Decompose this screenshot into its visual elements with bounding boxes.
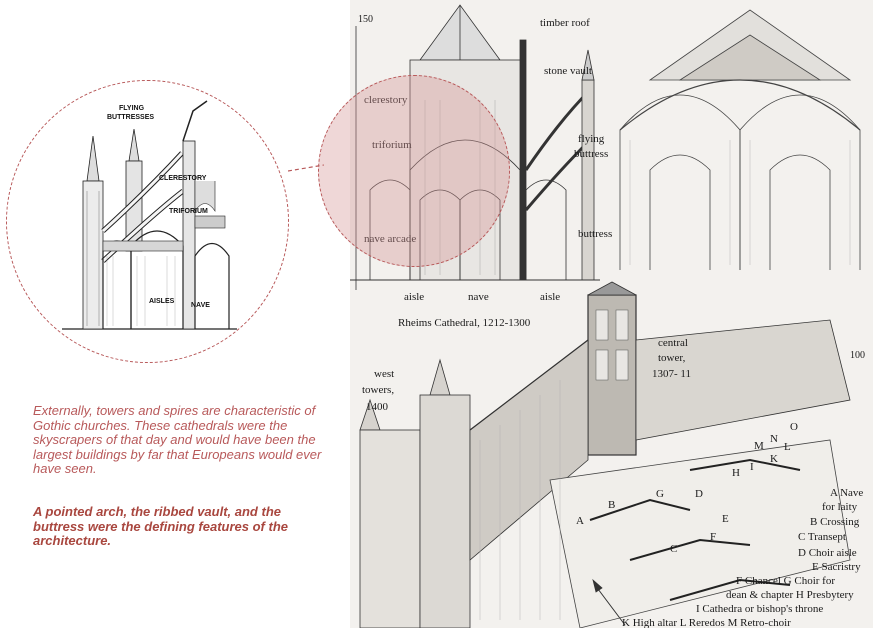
plan-letters: A B C D E F G H I K L M N O: [576, 421, 798, 555]
label-aisle-right: aisle: [540, 291, 560, 303]
label-towers-date: 1400: [366, 401, 389, 413]
page-number-right: 100: [850, 350, 865, 361]
plan-letter: D: [695, 488, 703, 500]
legend-line: D Choir aisle: [798, 547, 857, 559]
plan-letter: F: [710, 531, 716, 543]
legend-line: C Transept: [798, 531, 846, 543]
label-nave: nave: [468, 291, 489, 303]
highlight-circle: [318, 75, 510, 267]
label-stone-vault: stone vault: [544, 65, 592, 77]
plan-legend: A Nave for laity B Crossing C Transept D…: [622, 487, 863, 628]
plan-letter: O: [790, 421, 798, 433]
inset-label-flying: FLYING: [119, 105, 145, 112]
legend-line: E Sacristry: [812, 561, 861, 573]
plan-letter: M: [754, 440, 764, 452]
plan-letter: E: [722, 513, 729, 525]
plan-letter: I: [750, 461, 754, 473]
cathedral-perspective-drawing: [359, 281, 851, 628]
plan-letter: N: [770, 433, 778, 445]
label-buttress-flying: buttress: [574, 148, 608, 160]
label-buttress: buttress: [578, 228, 612, 240]
label-towers: towers,: [362, 384, 394, 396]
legend-line: B Crossing: [810, 516, 860, 528]
vault-perspective-drawing: [619, 9, 861, 270]
legend-line: K High altar L Reredos M Retro-choir: [622, 617, 791, 628]
legend-line: dean & chapter H Presbytery: [726, 589, 854, 601]
caption-paragraph: Externally, towers and spires are charac…: [33, 403, 322, 476]
legend-line: for laity: [822, 501, 858, 513]
legend-line: I Cathedra or bishop's throne: [696, 603, 823, 615]
page-number-left: 150: [358, 14, 373, 25]
plan-letter: A: [576, 515, 584, 527]
label-tower: tower,: [658, 352, 686, 364]
left-panel: FLYING BUTTRESSES CLERESTORY TRIFORIUM A…: [0, 0, 350, 628]
legend-line: A Nave: [830, 487, 863, 499]
label-timber-roof: timber roof: [540, 17, 590, 29]
label-tower-date: 1307- 11: [652, 368, 691, 380]
inset-label-aisles: AISLES: [149, 298, 175, 305]
plan-letter: H: [732, 467, 740, 479]
label-aisle-left: aisle: [404, 291, 424, 303]
plan-letter: B: [608, 499, 615, 511]
inset-elevation-drawing: FLYING BUTTRESSES CLERESTORY TRIFORIUM A…: [62, 100, 237, 330]
caption-emphasis: A pointed arch, the ribbed vault, and th…: [33, 504, 288, 548]
inset-label-nave: NAVE: [191, 302, 210, 309]
zoom-inset-circle: FLYING BUTTRESSES CLERESTORY TRIFORIUM A…: [6, 80, 289, 363]
plan-letter: C: [670, 543, 677, 555]
plan-letter: K: [770, 453, 778, 465]
plan-letter: L: [784, 441, 791, 453]
label-central: central: [658, 337, 688, 349]
legend-line: F Chancel G Choir for: [736, 575, 835, 587]
inset-label-clerestory: CLERESTORY: [159, 175, 207, 182]
plan-letter: G: [656, 488, 664, 500]
inset-label-triforium: TRIFORIUM: [169, 208, 208, 215]
label-west: west: [374, 368, 394, 380]
inset-label-buttresses: BUTTRESSES: [107, 114, 154, 121]
label-rheims: Rheims Cathedral, 1212-1300: [398, 317, 531, 329]
label-flying: flying: [578, 133, 605, 145]
